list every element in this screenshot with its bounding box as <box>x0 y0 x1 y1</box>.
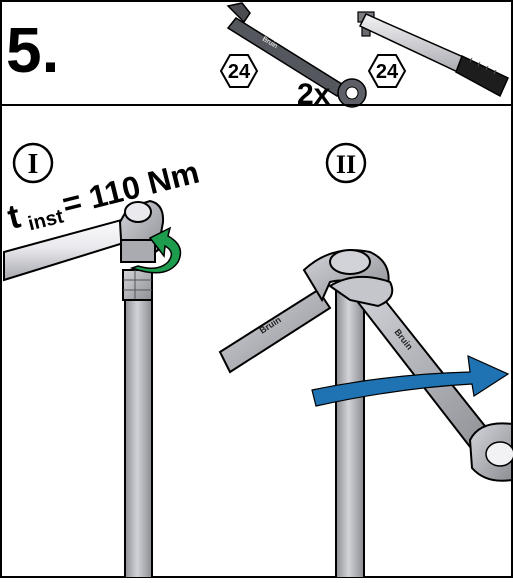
torque-symbol: t <box>4 197 24 237</box>
wrench-quantity: 2x <box>297 78 331 111</box>
step-number: 5. <box>6 14 59 86</box>
panel-one: I t inst = 110 Nm <box>3 142 203 579</box>
torque-size-badge: 24 <box>367 54 407 88</box>
compression-nut <box>122 269 153 301</box>
wrench-size-label: 24 <box>228 61 251 83</box>
torque-subscript: inst <box>26 205 66 235</box>
holding-wrench <box>218 288 332 374</box>
roman-label-two: II <box>336 150 356 179</box>
main-panel-frame <box>0 104 513 578</box>
vertical-pipe-left <box>124 299 153 579</box>
torque-wrench-icon <box>357 11 509 98</box>
turning-direction-arrow <box>311 355 510 407</box>
wrench-size-badge: 24 <box>219 54 259 88</box>
panel-two: II Bruin Bruin <box>218 142 513 579</box>
tighten-rotation-arrow <box>129 226 182 274</box>
roman-label-two-badge: II <box>325 142 367 184</box>
vertical-pipe-right <box>335 289 365 579</box>
roman-label-one: I <box>28 149 39 180</box>
roman-label-one-badge: I <box>12 142 54 184</box>
turning-wrench-jaw <box>328 275 394 308</box>
torque-size-label: 24 <box>376 61 399 83</box>
